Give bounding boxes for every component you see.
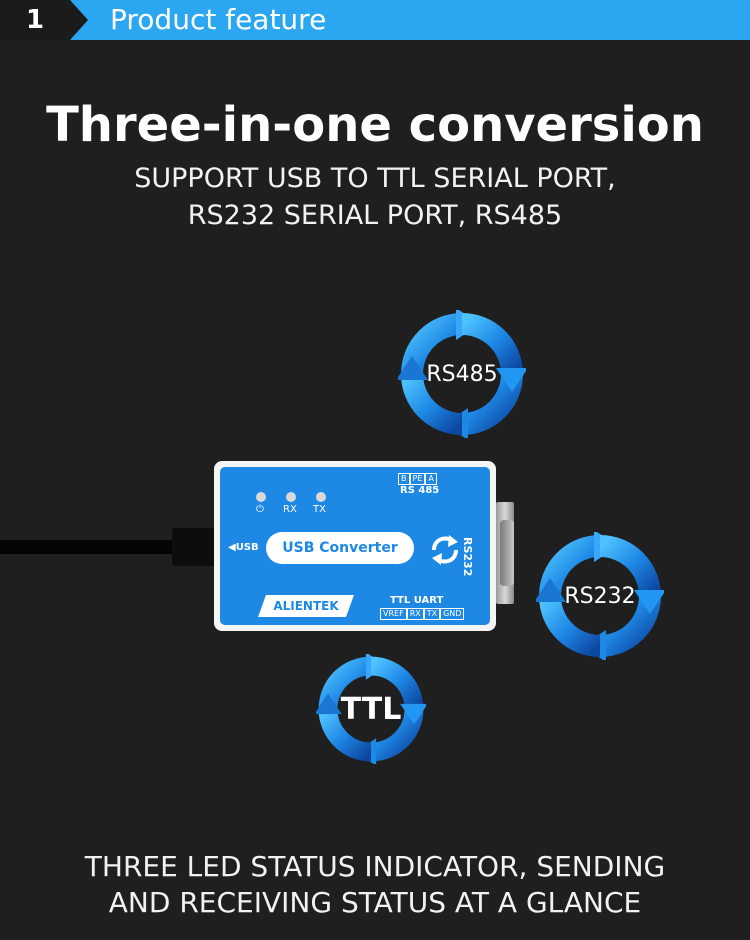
rs485-pin: A xyxy=(425,473,437,485)
headline: Three-in-one conversion xyxy=(46,97,704,153)
section-number-badge xyxy=(0,0,88,40)
rs232-label: RS232 xyxy=(564,583,636,609)
section-header: 1 Product feature xyxy=(0,0,750,40)
rs485-ring: RS485 xyxy=(398,310,526,438)
ttl-ring: TTL xyxy=(316,654,426,764)
power-led xyxy=(256,492,266,502)
usb-port-tag: ◀USB xyxy=(228,542,259,553)
ttl-pins: VREF RX TX GND xyxy=(380,608,465,620)
rs485-pins: B PE A xyxy=(398,473,437,485)
ttl-label: TTL xyxy=(340,691,402,727)
power-icon: ⏻ xyxy=(256,504,264,515)
device-face: ⏻ RX TX B PE A RS 485 ◀USB USB Converter… xyxy=(220,467,490,625)
alientek-logo: ALIENTEK xyxy=(258,595,354,617)
rx-led xyxy=(286,492,296,502)
usb-converter-label: USB Converter xyxy=(266,532,414,564)
subheadline-line-1: SUPPORT USB TO TTL SERIAL PORT, xyxy=(134,163,616,194)
rs485-pin: PE xyxy=(409,473,426,485)
usb-plug xyxy=(172,528,218,566)
rx-led-label: RX xyxy=(283,504,297,515)
usb-converter-device: ⏻ RX TX B PE A RS 485 ◀USB USB Converter… xyxy=(214,461,496,631)
rs485-device-label: RS 485 xyxy=(400,485,440,496)
tx-led-label: TX xyxy=(313,504,326,515)
rs232-ring: RS232 xyxy=(536,532,664,660)
footer-line-2: AND RECEIVING STATUS AT A GLANCE xyxy=(108,886,642,919)
footer-line-1: THREE LED STATUS INDICATOR, SENDING xyxy=(84,850,666,883)
ttl-pin: VREF xyxy=(380,608,407,620)
ttl-pin: TX xyxy=(423,608,441,620)
subheadline-line-2: RS232 SERIAL PORT, RS485 xyxy=(187,200,563,231)
ttl-uart-label: TTL UART xyxy=(390,595,444,606)
ttl-pin: RX xyxy=(406,608,424,620)
ttl-pin: GND xyxy=(440,608,465,620)
tx-led xyxy=(316,492,326,502)
conversion-icon xyxy=(432,535,458,565)
section-title: Product feature xyxy=(110,3,327,36)
db9-connector xyxy=(496,502,514,604)
rs232-device-label: RS232 xyxy=(461,537,474,577)
usb-cable xyxy=(0,540,180,554)
rs485-label: RS485 xyxy=(426,361,498,387)
rs485-pin: B xyxy=(398,473,410,485)
section-number: 1 xyxy=(26,5,45,35)
